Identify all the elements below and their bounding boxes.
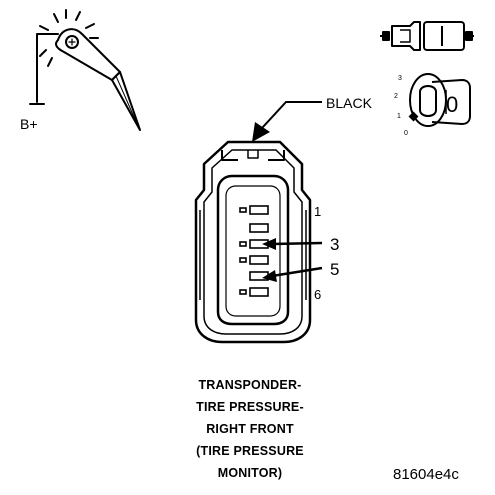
caption-line: (TIRE PRESSURE <box>196 444 304 458</box>
caption-line: TRANSPONDER- <box>198 378 302 392</box>
caption-line: TIRE PRESSURE- <box>196 400 304 414</box>
connector-housing <box>194 140 312 344</box>
pin-1-label: 1 <box>314 204 321 219</box>
ignition-pos-2: 2 <box>394 93 398 100</box>
ignition-pos-1: 1 <box>397 113 401 120</box>
pin-5-label: 5 <box>330 260 339 279</box>
terminal-2 <box>249 223 269 233</box>
ignition-switch-icon: 3 2 1 0 0 <box>394 73 471 137</box>
ignition-pos-3: 3 <box>398 75 402 82</box>
key-position-label: 0 <box>446 92 458 117</box>
test-light-icon <box>29 9 141 131</box>
wire-color-label: BLACK <box>326 95 373 111</box>
component-caption: TRANSPONDER- TIRE PRESSURE- RIGHT FRONT … <box>150 374 350 484</box>
wire-color-leader <box>252 101 322 142</box>
terminal-6 <box>249 287 269 297</box>
connector-terminals <box>239 205 269 297</box>
pin-3-label: 3 <box>330 235 339 254</box>
power-label: B+ <box>20 116 38 132</box>
caption-line: MONITOR) <box>217 466 283 480</box>
pin-arrows <box>262 238 323 282</box>
caption-line: RIGHT FRONT <box>206 422 294 436</box>
connector-plug-icon <box>380 21 474 51</box>
ignition-pos-0: 0 <box>404 130 408 137</box>
pin-6-label: 6 <box>314 287 321 302</box>
terminal-4 <box>249 255 269 265</box>
terminal-1 <box>249 205 269 215</box>
figure-id: 81604e4c <box>393 466 459 483</box>
